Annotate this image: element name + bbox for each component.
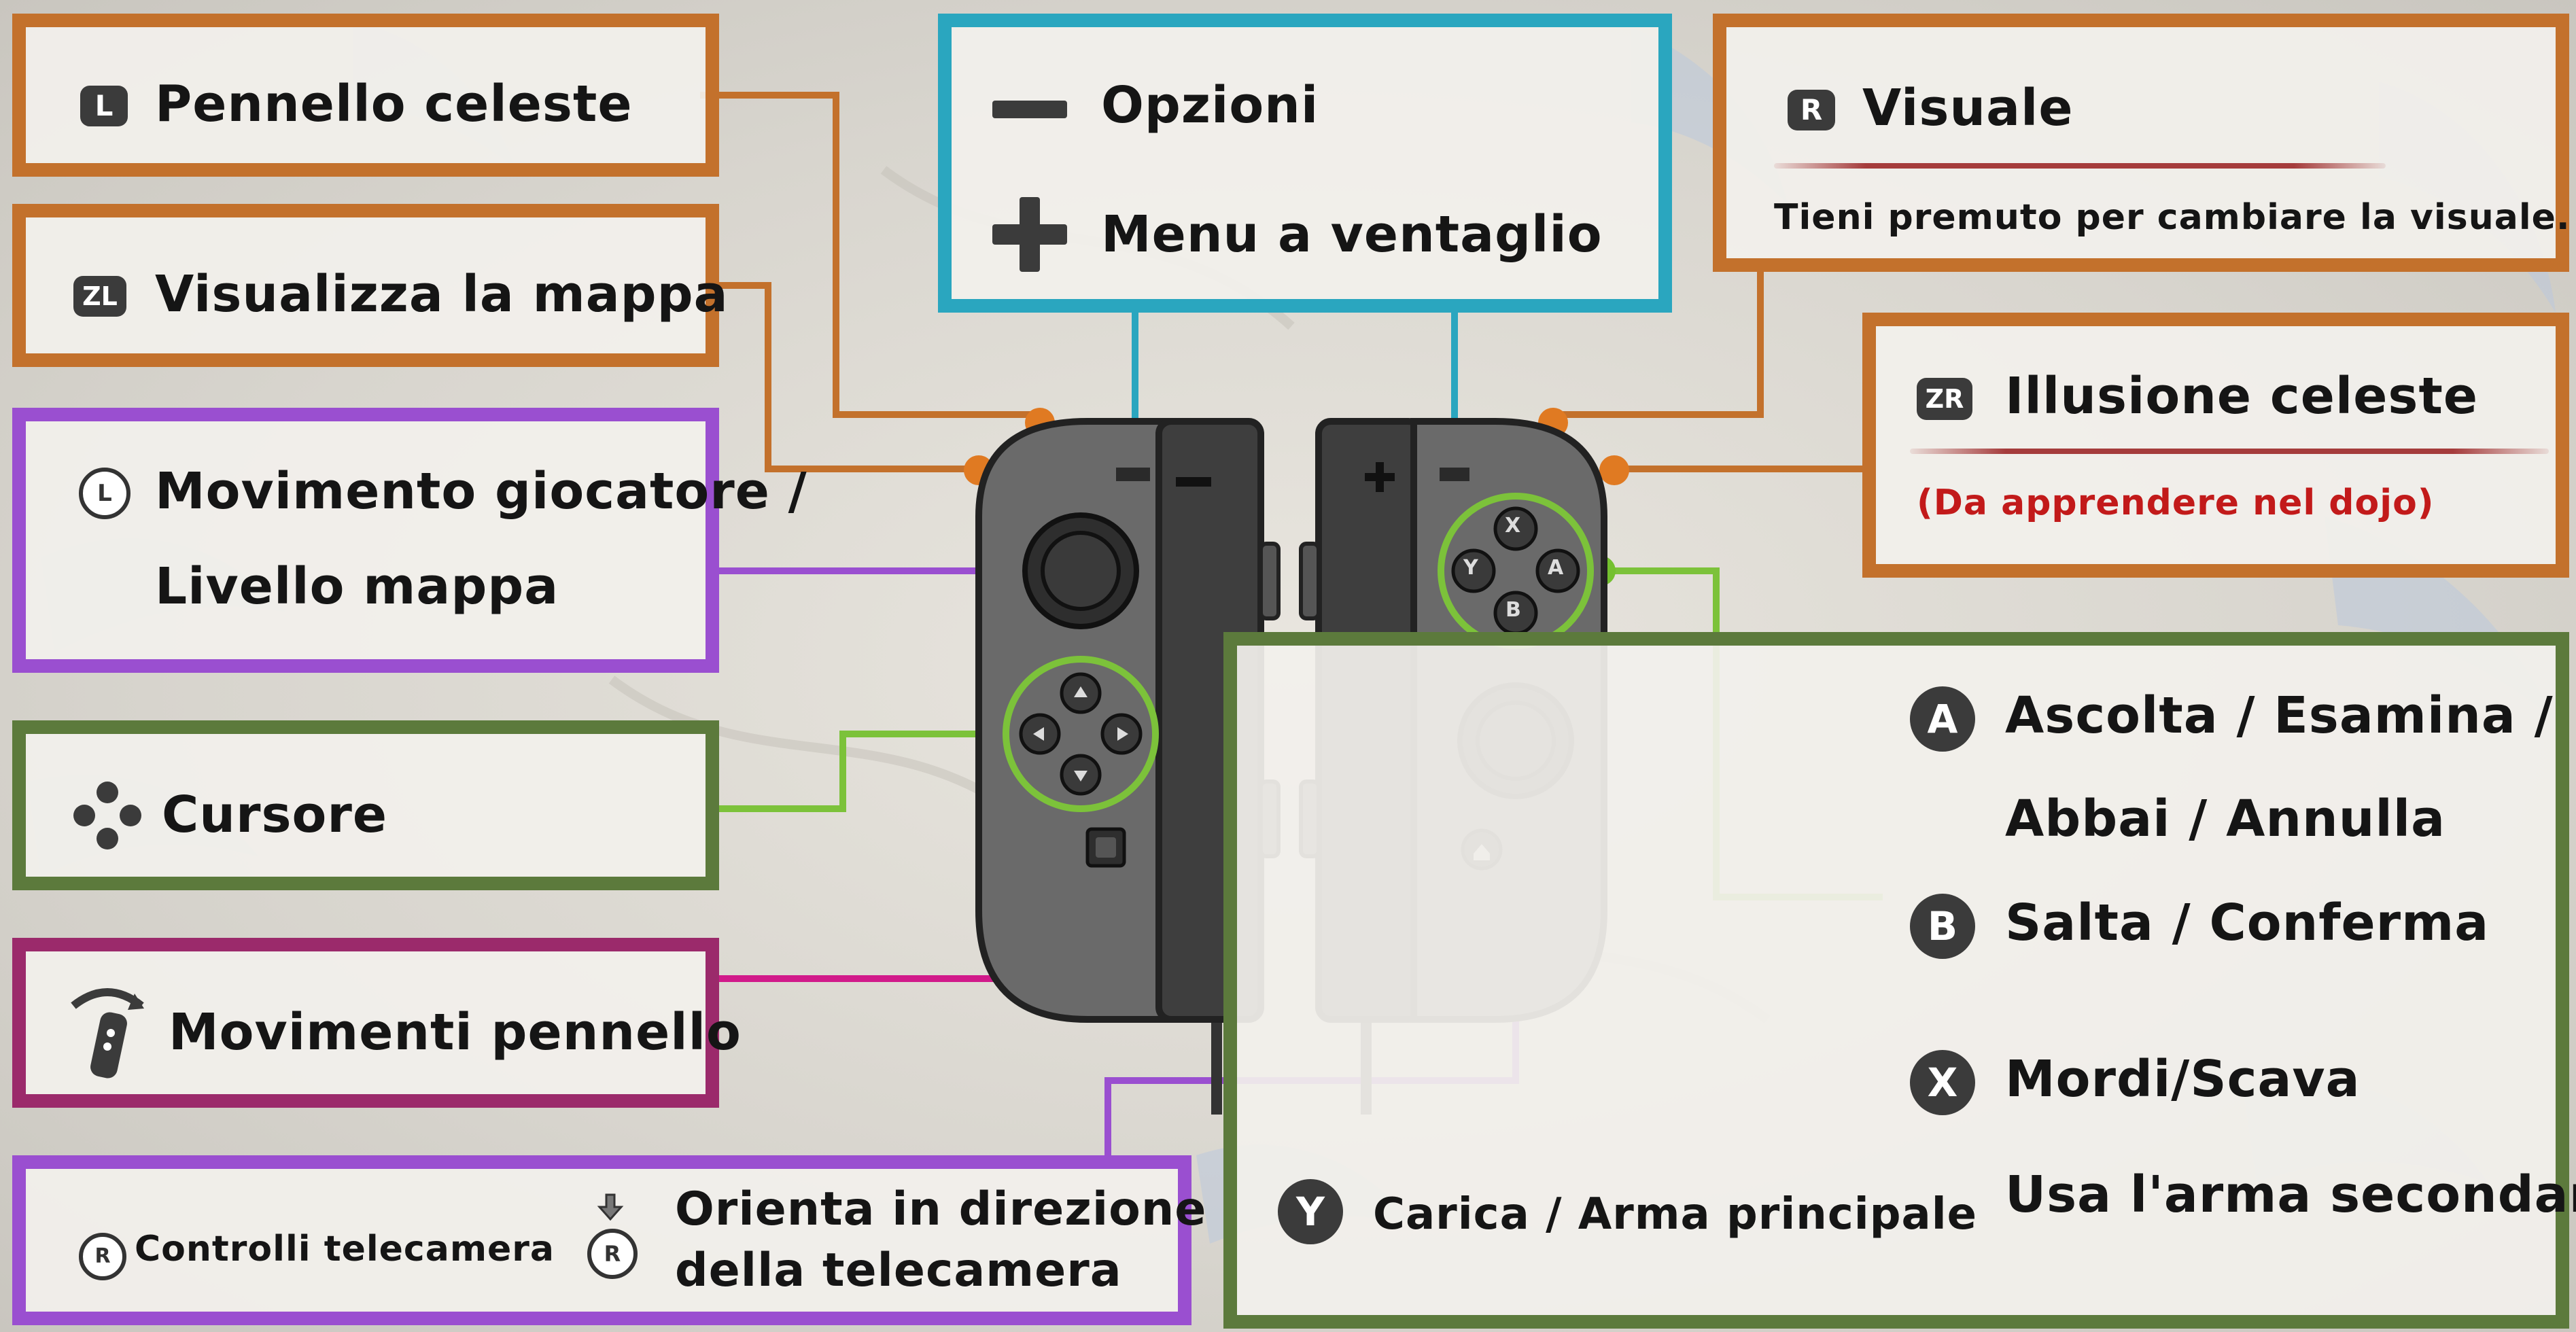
label-controlli-telecamera: Controlli telecamera — [135, 1229, 555, 1269]
x-button-icon: X — [1910, 1050, 1975, 1115]
label-a-1: Ascolta / Esamina / — [2005, 686, 2554, 745]
face-b-label: B — [1505, 598, 1522, 622]
label-illusione-note: (Da apprendere nel dojo) — [1917, 483, 2435, 523]
motion-controller-icon — [71, 988, 144, 1079]
wire-l — [700, 92, 1033, 418]
wire-zl — [700, 282, 986, 472]
label-visualizza-mappa: Visualizza la mappa — [155, 265, 729, 323]
illusione-underline — [1910, 449, 2549, 454]
minus-button — [1176, 477, 1211, 487]
label-visuale: Visuale — [1862, 79, 2074, 137]
left-stick-icon: L — [79, 468, 130, 519]
face-x-label: X — [1505, 514, 1522, 538]
plus-icon — [992, 197, 1067, 272]
face-y-label: Y — [1463, 556, 1479, 580]
box-cursore: Cursore — [12, 720, 719, 890]
plus-button — [1365, 462, 1395, 492]
label-visuale-desc: Tieni premuto per cambiare la visuale. — [1774, 197, 2571, 238]
box-telecamera: R Controlli telecamera R Orienta in dire… — [12, 1155, 1206, 1325]
label-x: Mordi/Scava — [2005, 1050, 2361, 1108]
label-a-2: Abbai / Annulla — [2005, 790, 2446, 848]
label-orienta-2: della telecamera — [675, 1244, 1122, 1297]
label-movimento-2: Livello mappa — [155, 557, 559, 616]
label-movimento-1: Movimento giocatore / — [155, 462, 807, 521]
box-illusione-celeste: ZR Illusione celeste (Da apprendere nel … — [1862, 313, 2569, 578]
box-opzioni-menu: Opzioni Menu a ventaglio — [938, 14, 1672, 313]
box-face-buttons: A Ascolta / Esamina / Abbai / Annulla B … — [1223, 632, 2576, 1329]
visuale-underline — [1774, 163, 2386, 169]
label-movimenti-pennello: Movimenti pennello — [169, 1003, 742, 1062]
label-orienta-1: Orienta in direzione — [675, 1182, 1207, 1236]
wire-r — [1556, 265, 1764, 418]
minus-icon — [992, 101, 1067, 118]
label-opzioni: Opzioni — [1101, 76, 1319, 135]
press-arrow-icon — [597, 1193, 624, 1221]
box-visualizza-mappa: ZL Visualizza la mappa — [12, 204, 728, 367]
y-button-icon: Y — [1278, 1179, 1343, 1244]
l-button-icon: L — [80, 86, 128, 126]
right-stick-icon: R — [79, 1233, 126, 1280]
label-illusione-celeste: Illusione celeste — [2005, 367, 2479, 425]
label-pennello-celeste: Pennello celeste — [155, 75, 633, 133]
a-button-icon: A — [1910, 686, 1975, 752]
box-visuale: R Visuale Tieni premuto per cambiare la … — [1713, 14, 2571, 272]
right-stick-press-icon: R — [587, 1229, 638, 1279]
label-x-2: Usa l'arma secondaria — [2005, 1166, 2576, 1224]
label-menu-ventaglio: Menu a ventaglio — [1101, 205, 1603, 264]
box-movimenti-pennello: Movimenti pennello — [12, 938, 741, 1108]
face-a-label: A — [1548, 556, 1565, 580]
r-button-icon: R — [1788, 90, 1835, 130]
label-cursore: Cursore — [162, 786, 388, 844]
box-movimento: L Movimento giocatore / Livello mappa — [12, 408, 807, 673]
label-b: Salta / Conferma — [2005, 894, 2490, 952]
dot-zr — [1599, 455, 1629, 485]
b-button-icon: B — [1910, 894, 1975, 959]
zl-button-icon: ZL — [73, 276, 126, 317]
wire-dpad — [707, 731, 1006, 812]
dpad-icon — [73, 782, 141, 849]
box-pennello-celeste: L Pennello celeste — [12, 14, 719, 177]
zr-button-icon: ZR — [1917, 378, 1972, 420]
label-y: Carica / Arma principale — [1373, 1189, 1978, 1240]
